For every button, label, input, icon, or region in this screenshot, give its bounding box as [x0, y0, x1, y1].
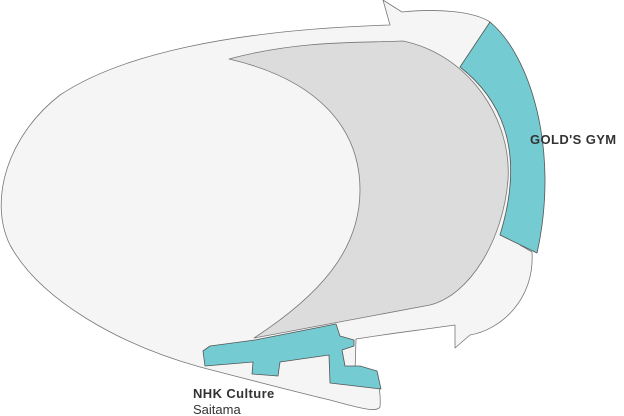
- store-nhk-culture[interactable]: [202, 323, 382, 390]
- label-golds-gym: GOLD'S GYM: [530, 132, 617, 147]
- label-nhk-culture-location: Saitama: [193, 402, 241, 416]
- atrium: [228, 40, 509, 339]
- label-nhk-culture: NHK Culture: [193, 386, 275, 401]
- store-golds-gym[interactable]: [459, 21, 546, 254]
